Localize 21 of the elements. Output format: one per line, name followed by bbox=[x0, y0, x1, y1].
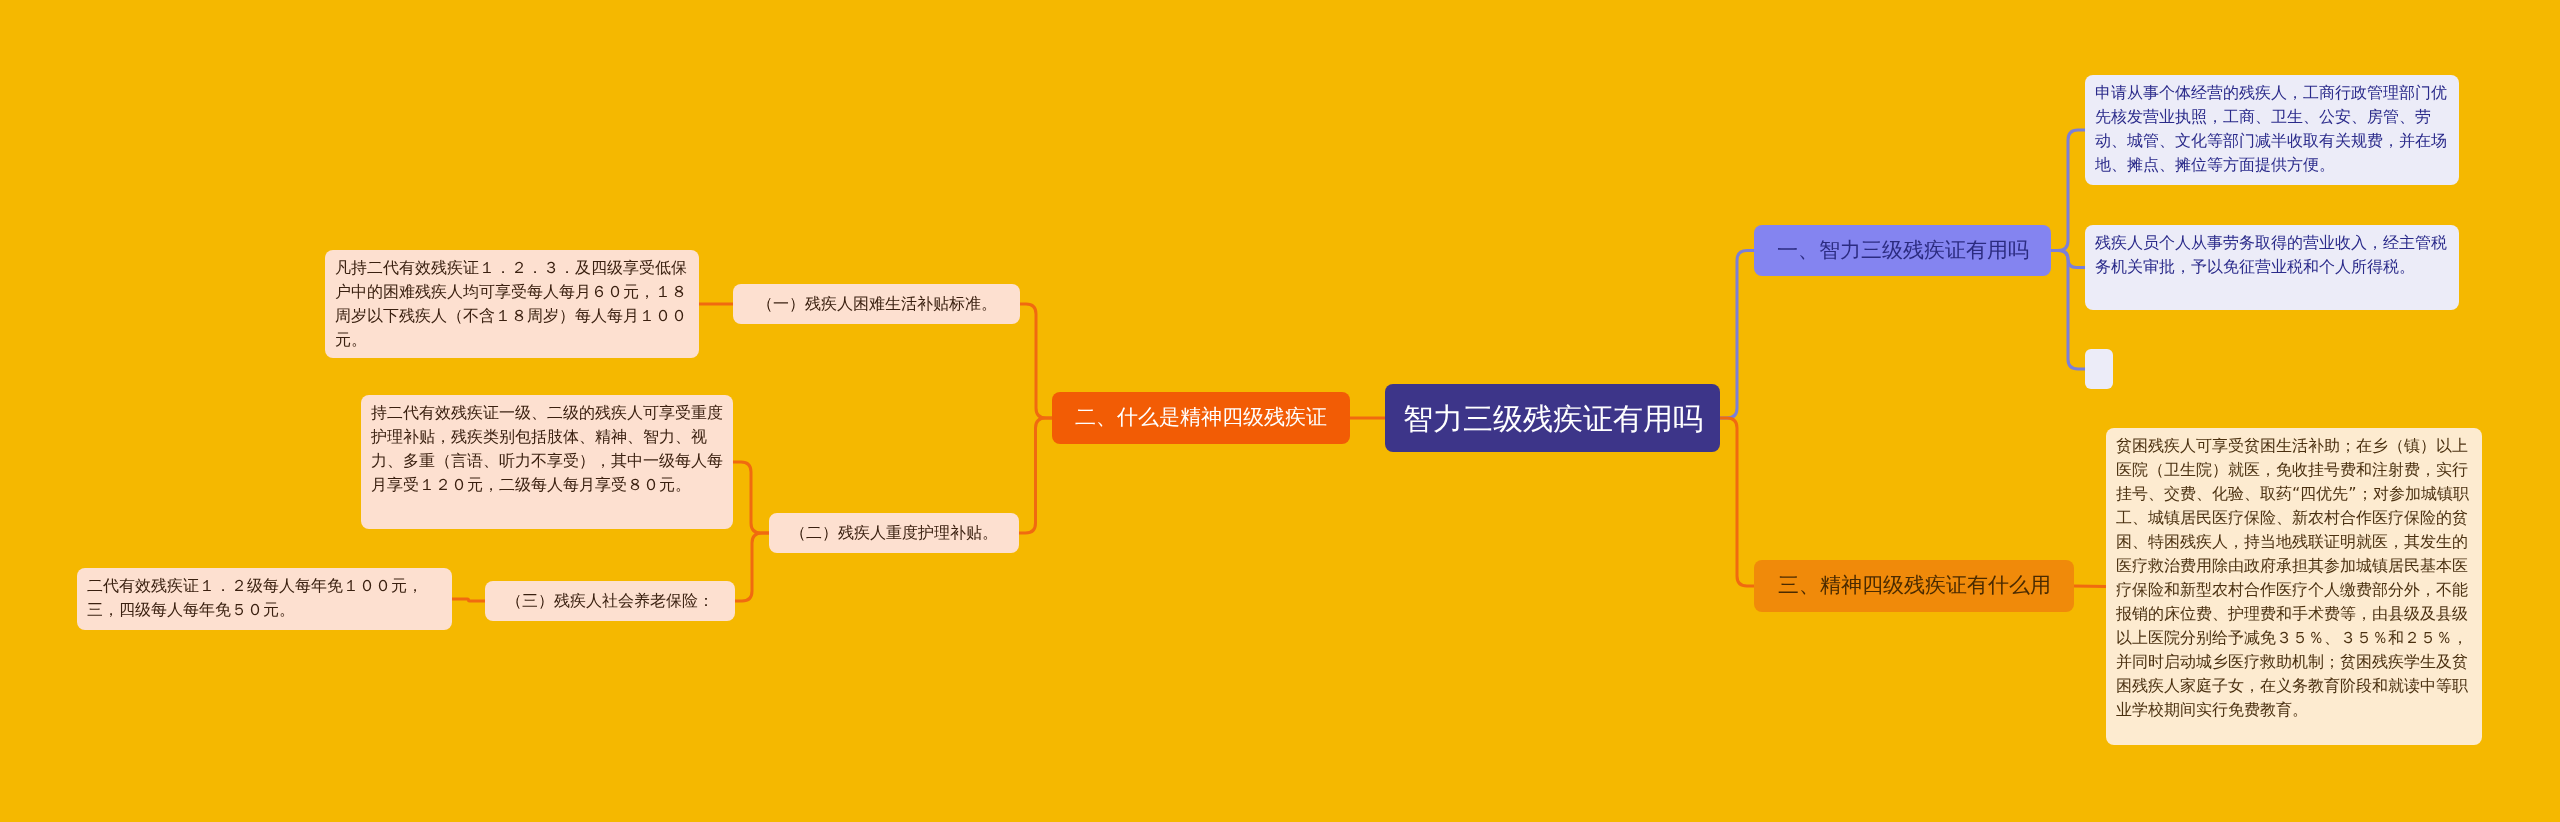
connector-line bbox=[2073, 584, 2107, 588]
text-card: 贫困残疾人可享受贫困生活补助；在乡（镇）以上医院（卫生院）就医，免收挂号费和注射费，实行挂号、交费、化验、取药“四优先”；对参加城镇职工、城镇居民医疗保险、新农村合作医疗保险的贫困、特困残疾人，持当地残联证明就医，其发生的医疗救治费用除由政府承担其参加城镇居民基本医疗保险和新型农村合作医疗个人缴费部分外，不能报销的床位费、护理费和手术费等，由县级及县级以上医院分别给予减免３５％、３５％和２５％，并同时启动城乡医疗救助机制；贫困残疾学生及贫困残疾人家庭子女，在义务教育阶段和就读中等职业学校期间实行免费教育。 bbox=[2106, 428, 2482, 745]
text-card: 残疾人员个人从事劳务取得的营业收入，经主管税务机关审批，予以免征营业税和个人所得税。 bbox=[2085, 225, 2459, 310]
text-card: 凡持二代有效残疾证１．２．３．及四级享受低保户中的困难残疾人均可享受每人每月６０元，１８周岁以下残疾人（不含１８周岁）每人每月１００元。 bbox=[325, 250, 699, 358]
topic-box: 一、智力三级残疾证有用吗 bbox=[1754, 225, 2051, 276]
subtopic-box: （二）残疾人重度护理补贴。 bbox=[769, 513, 1019, 553]
root-topic: 智力三级残疾证有用吗 bbox=[1385, 384, 1720, 452]
connector-line bbox=[1350, 416, 1385, 420]
text-card: 持二代有效残疾证一级、二级的残疾人可享受重度护理补贴，残疾类别包括肢体、精神、智力、视力、多重（言语、听力不享受），其中一级每人每月享受１２０元，二级每人每月享受８０元。 bbox=[361, 395, 733, 529]
connector-line bbox=[735, 531, 769, 603]
connector-line bbox=[699, 302, 733, 306]
text-card: 申请从事个体经营的残疾人，工商行政管理部门优先核发营业执照，工商、卫生、公安、房管、劳动、城管、文化等部门减半收取有关规费，并在场地、摊点、摊位等方面提供方便。 bbox=[2085, 75, 2459, 185]
subtopic-box: （一）残疾人困难生活补贴标准。 bbox=[733, 284, 1020, 324]
subtopic-box: （三）残疾人社会养老保险： bbox=[485, 581, 735, 621]
connector-line bbox=[1019, 416, 1052, 535]
connector-line bbox=[1720, 416, 1754, 588]
empty-box bbox=[2085, 349, 2113, 389]
connector-line bbox=[452, 597, 485, 603]
text-card: 二代有效残疾证１．２级每人每年免１００元，三，四级每人每年免５０元。 bbox=[77, 568, 452, 630]
topic-box: 二、什么是精神四级残疾证 bbox=[1052, 392, 1350, 444]
topic-box: 三、精神四级残疾证有什么用 bbox=[1754, 560, 2074, 612]
